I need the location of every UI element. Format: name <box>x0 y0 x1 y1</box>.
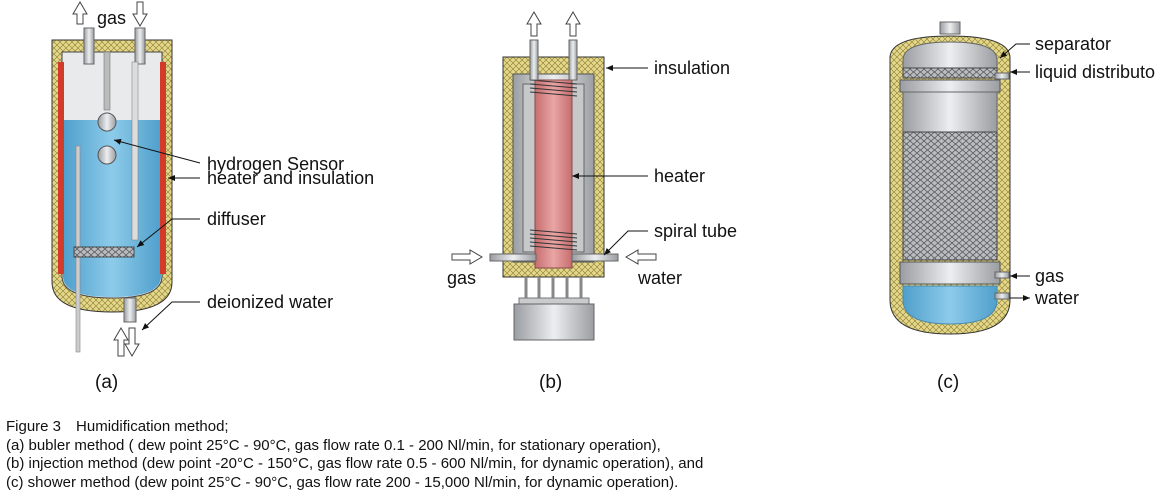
label-c-water: water <box>1034 288 1079 308</box>
hydrogen-sensor-upper <box>98 113 116 131</box>
outlet-arrow-left-icon <box>527 12 541 36</box>
water-inlet-tube <box>572 254 618 261</box>
liquid-distributor-pipe <box>995 73 1009 79</box>
connector-block <box>514 304 594 340</box>
subfig-a-label: (a) <box>95 372 118 393</box>
label-diffuser: diffuser <box>207 209 266 229</box>
shower-top-nozzle <box>940 22 960 34</box>
caption-line-b: (b) injection method (dew point -20°C - … <box>6 455 1156 474</box>
panel-a-bubbler: gas hydrogen Sensor heater and insulatio… <box>52 2 374 393</box>
figure-caption: Figure 3 Humidification method; (a) bubl… <box>6 418 1156 492</box>
subfig-c-label: (c) <box>937 372 959 393</box>
outlet-arrow-right-icon <box>566 12 580 36</box>
packing-bed <box>903 132 997 260</box>
water-drain-pipe <box>124 298 136 322</box>
label-spiral-tube: spiral tube <box>654 221 737 241</box>
label-insulation: insulation <box>654 58 730 78</box>
water-inlet-arrow-icon <box>626 250 656 264</box>
label-b-gas: gas <box>447 268 476 288</box>
liquid-distributor-band <box>900 80 1000 92</box>
label-b-water: water <box>637 268 682 288</box>
caption-title: Figure 3 Humidification method; <box>6 418 1156 437</box>
diffuser-block <box>74 247 134 257</box>
shower-upper-chamber <box>903 92 997 132</box>
connector-plate <box>519 298 589 304</box>
label-heater-insulation: heater and insulation <box>207 168 374 188</box>
gas-inlet-pipe <box>84 28 94 64</box>
caption-line-a: (a) bubler method ( dew point 25°C - 90°… <box>6 437 1156 456</box>
panel-b-injection: insulation heater spiral tube gas water … <box>447 12 737 393</box>
label-c-gas: gas <box>1035 266 1064 286</box>
shower-top-cap <box>903 42 997 68</box>
diffuser-feed-pipe <box>132 62 138 240</box>
gas-in-arrow-icon <box>73 2 87 24</box>
gas-outlet-pipe <box>135 28 145 64</box>
gas-inlet-tube-c <box>995 272 1009 278</box>
gas-inlet-arrow-icon <box>452 250 482 264</box>
heater-red-right <box>160 62 166 274</box>
subfig-b-label: (b) <box>539 372 562 393</box>
label-deionized-water: deionized water <box>207 292 333 312</box>
shower-water-sump <box>903 286 997 324</box>
label-heater: heater <box>654 166 705 186</box>
water-out-arrow-icon <box>125 328 139 356</box>
separator-mesh <box>903 68 997 78</box>
heater-red-left <box>58 62 64 274</box>
water-outlet-tube-c <box>995 293 1009 299</box>
water-in-arrow-icon <box>114 328 128 356</box>
gas-inlet-tube <box>490 254 536 261</box>
panel-c-shower: separator liquid distributo gas water (c… <box>890 22 1155 393</box>
outlet-pipe-right <box>569 40 577 80</box>
label-separator: separator <box>1035 34 1111 54</box>
gas-inlet-band <box>900 262 1000 284</box>
inner-pipe-top <box>104 52 110 110</box>
caption-line-c: (c) shower method (dew point 25°C - 90°C… <box>6 474 1156 493</box>
gas-out-arrow-icon <box>133 2 147 26</box>
label-a-gas: gas <box>97 8 126 28</box>
outlet-pipe-left <box>530 40 538 80</box>
hydrogen-sensor-lower <box>98 146 116 164</box>
label-liquid-distributor: liquid distributo <box>1035 62 1155 82</box>
